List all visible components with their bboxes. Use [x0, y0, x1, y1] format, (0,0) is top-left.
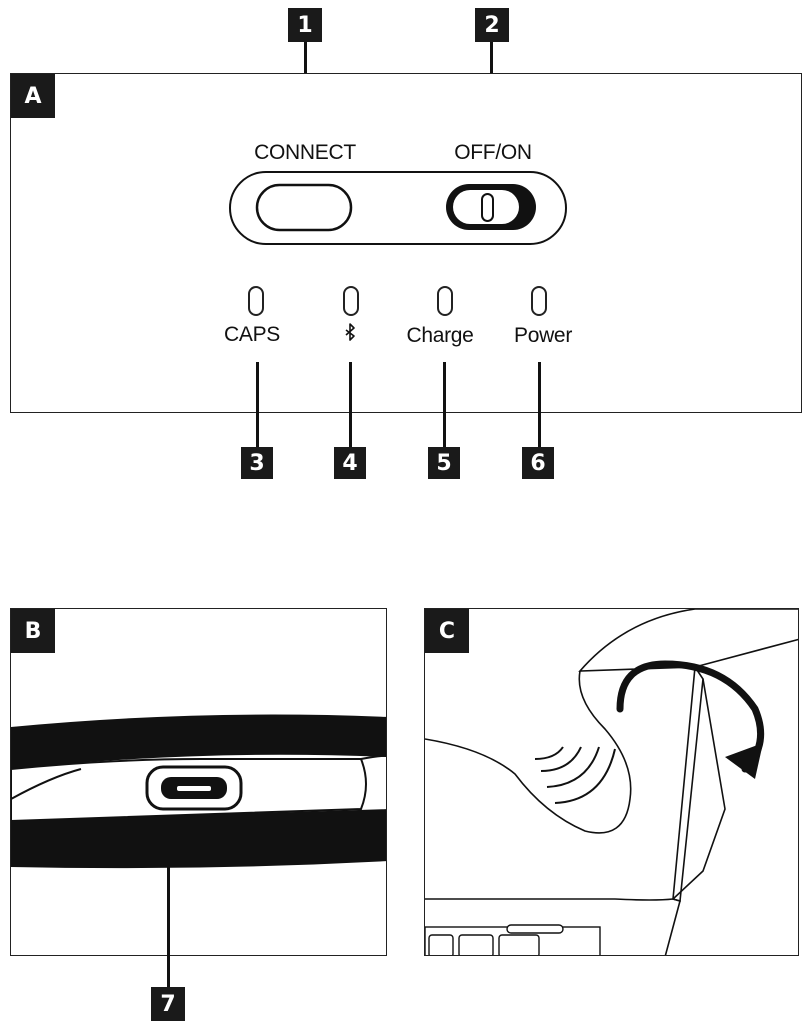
indicator-label-charge: Charge — [406, 324, 474, 347]
panel-c-stand-fold: C — [424, 608, 799, 956]
panel-label-a: A — [11, 74, 55, 118]
callout-6: 6 — [522, 447, 554, 479]
power-switch-label: OFF/ON — [454, 141, 532, 164]
port-illustration — [11, 714, 386, 869]
stand-illustration — [425, 609, 798, 955]
leader-line-3 — [256, 362, 259, 448]
callout-2: 2 — [475, 8, 509, 42]
callout-7: 7 — [151, 987, 185, 1021]
callout-1: 1 — [288, 8, 322, 42]
rotate-arrow — [616, 660, 765, 773]
callout-3: 3 — [241, 447, 273, 479]
led-power — [531, 286, 547, 316]
led-caps — [248, 286, 264, 316]
indicator-label-caps: CAPS — [224, 323, 280, 346]
leader-line-4 — [349, 362, 352, 448]
connect-label: CONNECT — [254, 141, 356, 164]
leader-line-6 — [538, 362, 541, 448]
led-charge — [437, 286, 453, 316]
callout-4: 4 — [334, 447, 366, 479]
panel-b-charging-port: B — [10, 608, 387, 956]
power-switch-slot — [481, 193, 494, 222]
led-bluetooth — [343, 286, 359, 316]
leader-line-7 — [167, 860, 170, 988]
panel-label-c: C — [425, 609, 469, 653]
panel-label-b: B — [11, 609, 55, 653]
leader-line-5 — [443, 362, 446, 448]
indicator-label-power: Power — [513, 324, 573, 347]
connect-button[interactable] — [255, 183, 353, 232]
button-housing — [229, 171, 567, 245]
callout-5: 5 — [428, 447, 460, 479]
